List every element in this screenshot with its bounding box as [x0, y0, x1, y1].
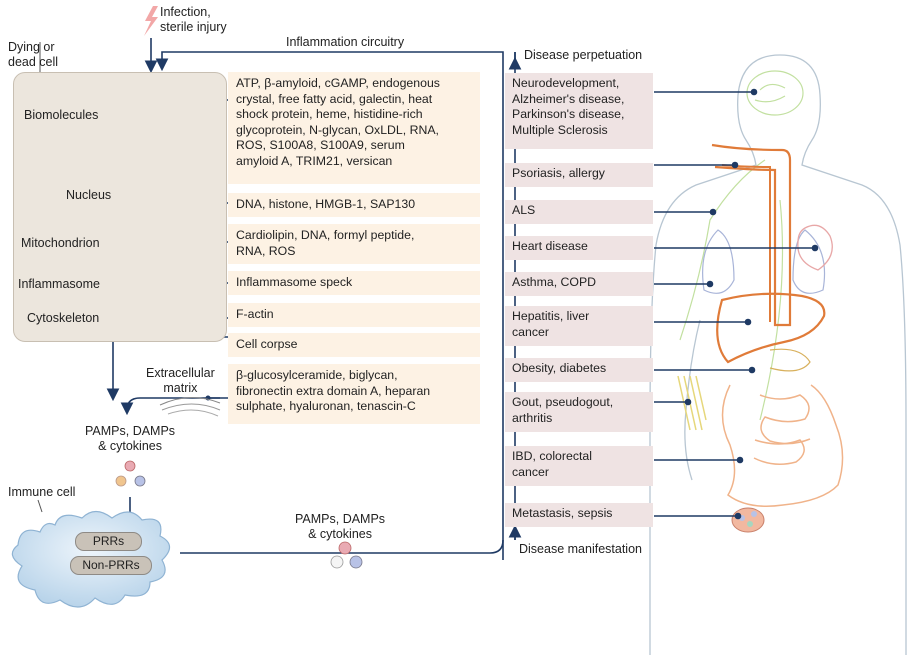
- disease-line: Asthma, COPD: [512, 275, 646, 291]
- disease-line: Heart disease: [512, 239, 646, 255]
- disease-line: IBD, colorectal: [512, 449, 646, 465]
- pamps-line: & cytokines: [85, 439, 175, 454]
- molecule-line: glycoprotein, N-glycan, OxLDL, RNA,: [236, 123, 472, 139]
- molecule-box-biomolecules: ATP, β-amyloid, cGAMP, endogenous crysta…: [228, 72, 480, 184]
- disease-line: Parkinson's disease,: [512, 107, 646, 123]
- molecule-line: RNA, ROS: [236, 244, 472, 260]
- pamps-line: PAMPs, DAMPs: [85, 424, 175, 439]
- molecule-line: sulphate, hyaluronan, tenascin-C: [236, 399, 472, 415]
- disease-line: Gout, pseudogout,: [512, 395, 646, 411]
- dying-cell-line: dead cell: [8, 55, 58, 70]
- pamps-left-label: PAMPs, DAMPs & cytokines: [85, 424, 175, 454]
- disease-box-hepatitis: Hepatitis, liver cancer: [505, 306, 653, 346]
- disease-line: Metastasis, sepsis: [512, 506, 646, 522]
- disease-line: ALS: [512, 203, 646, 219]
- molecule-box-mitochondrion: Cardiolipin, DNA, formyl peptide, RNA, R…: [228, 224, 480, 264]
- molecule-line: crystal, free fatty acid, galectin, heat: [236, 92, 472, 108]
- trigger-label: Infection, sterile injury: [160, 5, 227, 35]
- trigger-line: sterile injury: [160, 20, 227, 35]
- disease-box-gout: Gout, pseudogout, arthritis: [505, 392, 653, 432]
- pamps-line: PAMPs, DAMPs: [295, 512, 385, 527]
- disease-line: Hepatitis, liver: [512, 309, 646, 325]
- lightning-icon: [144, 6, 158, 36]
- ecm-line: matrix: [146, 381, 215, 396]
- molecule-line: DNA, histone, HMGB-1, SAP130: [236, 197, 472, 213]
- immune-cell-label: Immune cell: [8, 485, 75, 500]
- disease-box-als: ALS: [505, 200, 653, 224]
- dying-cell-label: Dying or dead cell: [8, 40, 58, 70]
- molecule-box-inflammasome: Inflammasome speck: [228, 271, 480, 295]
- prrs-pill: PRRs: [75, 532, 142, 551]
- disease-box-psoriasis: Psoriasis, allergy: [505, 163, 653, 187]
- inflammation-circuitry-label: Inflammation circuitry: [286, 35, 404, 50]
- organelle-inflammasome: Inflammasome: [18, 277, 100, 292]
- dying-cell-line: Dying or: [8, 40, 58, 55]
- organelle-cytoskeleton: Cytoskeleton: [27, 311, 99, 326]
- organelle-biomolecules: Biomolecules: [24, 108, 98, 123]
- disease-box-neuro: Neurodevelopment, Alzheimer's disease, P…: [505, 73, 653, 149]
- disease-manifestation-label: Disease manifestation: [519, 542, 642, 557]
- molecule-line: F-actin: [236, 307, 472, 323]
- molecule-line: Cardiolipin, DNA, formyl peptide,: [236, 228, 472, 244]
- disease-line: cancer: [512, 325, 646, 341]
- disease-box-asthma: Asthma, COPD: [505, 272, 653, 296]
- disease-line: Psoriasis, allergy: [512, 166, 646, 182]
- molecule-line: β-glucosylceramide, biglycan,: [236, 368, 472, 384]
- pamps-line: & cytokines: [295, 527, 385, 542]
- molecule-line: ROS, S100A8, S100A9, serum: [236, 138, 472, 154]
- molecule-line: shock protein, heme, histidine-rich: [236, 107, 472, 123]
- disease-box-ibd: IBD, colorectal cancer: [505, 446, 653, 486]
- molecule-line: fibronectin extra domain A, heparan: [236, 384, 472, 400]
- disease-line: arthritis: [512, 411, 646, 427]
- molecule-box-cell-corpse: Cell corpse: [228, 333, 480, 357]
- trigger-line: Infection,: [160, 5, 227, 20]
- disease-line: Multiple Sclerosis: [512, 123, 646, 139]
- body-outline: [650, 55, 906, 655]
- organelle-mitochondrion: Mitochondrion: [21, 236, 100, 251]
- non-prrs-pill: Non-PRRs: [70, 556, 152, 575]
- disease-box-metastasis: Metastasis, sepsis: [505, 503, 653, 527]
- disease-box-obesity: Obesity, diabetes: [505, 358, 653, 382]
- disease-line: Obesity, diabetes: [512, 361, 646, 377]
- disease-perpetuation-label: Disease perpetuation: [524, 48, 642, 63]
- molecule-line: Inflammasome speck: [236, 275, 472, 291]
- pamps-mid-label: PAMPs, DAMPs & cytokines: [295, 512, 385, 542]
- molecule-line: amyloid A, TRIM21, versican: [236, 154, 472, 170]
- ecm-label: Extracellular matrix: [146, 366, 215, 396]
- disease-line: cancer: [512, 465, 646, 481]
- disease-box-heart: Heart disease: [505, 236, 653, 260]
- molecule-line: ATP, β-amyloid, cGAMP, endogenous: [236, 76, 472, 92]
- molecule-box-ecm: β-glucosylceramide, biglycan, fibronecti…: [228, 364, 480, 424]
- ecm-line: Extracellular: [146, 366, 215, 381]
- molecule-box-cytoskeleton: F-actin: [228, 303, 480, 327]
- disease-line: Alzheimer's disease,: [512, 92, 646, 108]
- molecule-box-nucleus: DNA, histone, HMGB-1, SAP130: [228, 193, 480, 217]
- molecule-line: Cell corpse: [236, 337, 472, 353]
- disease-line: Neurodevelopment,: [512, 76, 646, 92]
- organelle-nucleus: Nucleus: [66, 188, 111, 203]
